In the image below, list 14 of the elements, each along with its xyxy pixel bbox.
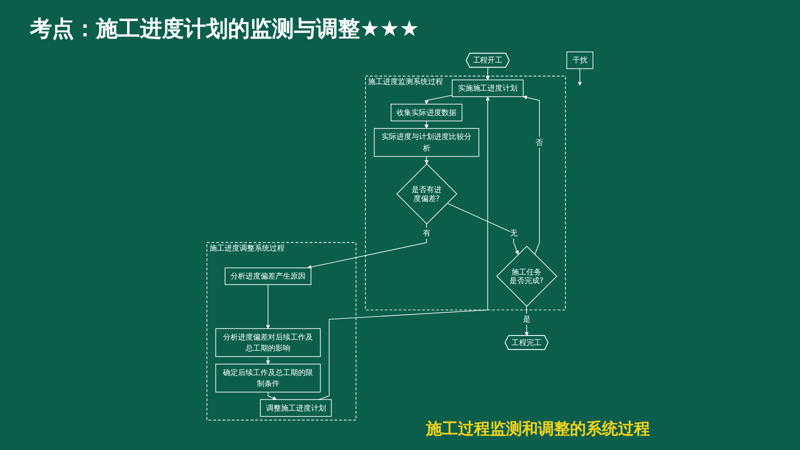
- arrow: [318, 96, 490, 400]
- arrow: [523, 95, 540, 255]
- arrow: [424, 120, 429, 129]
- slide-title: 考点：施工进度计划的监测与调整★★★: [30, 16, 420, 44]
- arrow: [266, 356, 270, 364]
- caption: 施工过程监测和调整的系统过程: [426, 419, 650, 440]
- arrow: [424, 94, 453, 104]
- arrow: [578, 68, 582, 86]
- arrow: [268, 392, 277, 400]
- arrow: [424, 156, 429, 164]
- arrow: [446, 202, 519, 255]
- arrow: [266, 284, 270, 329]
- arrow: [307, 224, 427, 270]
- arrow: [486, 67, 490, 80]
